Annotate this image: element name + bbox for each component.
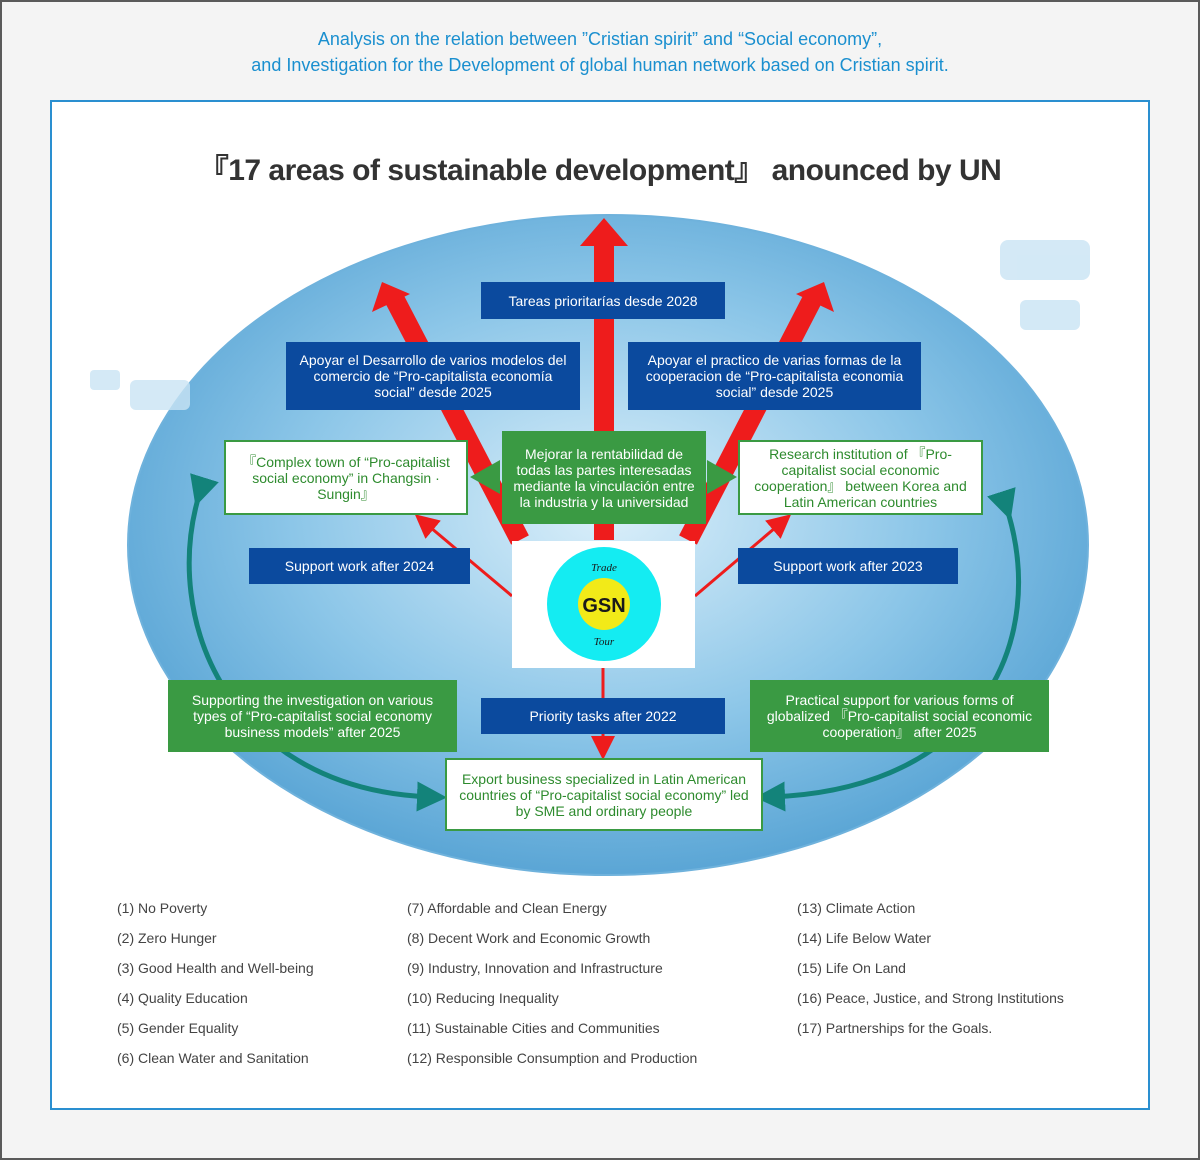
goal-item: (5) Gender Equality	[117, 1020, 239, 1036]
left-white-box: 『Complex town of “Pro-capitalist social …	[224, 440, 468, 515]
goal-item: (10) Reducing Inequality	[407, 990, 559, 1006]
goal-item: (2) Zero Hunger	[117, 930, 217, 946]
page-header: Analysis on the relation between ”Cristi…	[0, 26, 1200, 78]
priority-2022-label: Priority tasks after 2022	[481, 698, 725, 734]
red-arrow-left	[372, 282, 529, 545]
gsn-top-text: Trade	[591, 562, 617, 574]
right-blue-box: Apoyar el practico de varias formas de l…	[628, 342, 921, 410]
goals-column-3: (13) Climate Action (14) Life Below Wate…	[797, 893, 1064, 1043]
right-white-box: Research institution of 『Pro-capitalist …	[738, 440, 983, 515]
goal-item: (11) Sustainable Cities and Communities	[407, 1020, 660, 1036]
goal-item: (15) Life On Land	[797, 960, 906, 976]
header-line-1: Analysis on the relation between ”Cristi…	[317, 29, 883, 49]
bottom-right-green-box: Practical support for various forms of g…	[750, 680, 1049, 752]
goal-item: (7) Affordable and Clean Energy	[407, 900, 607, 916]
gsn-bottom-text: Tour	[594, 636, 615, 648]
top-priority-label: Tareas prioritarías desde 2028	[481, 282, 725, 319]
green-double-arrow	[470, 460, 737, 494]
goal-item: (1) No Poverty	[117, 900, 208, 916]
support-right-label: Support work after 2023	[738, 548, 958, 584]
red-arrow-right	[679, 282, 834, 545]
goal-item: (14) Life Below Water	[797, 930, 932, 946]
bottom-white-box: Export business specialized in Latin Ame…	[445, 758, 763, 831]
goal-item: (3) Good Health and Well-being	[117, 960, 314, 976]
goal-item: (16) Peace, Justice, and Strong Institut…	[797, 990, 1064, 1006]
left-blue-box: Apoyar el Desarrollo de varios modelos d…	[286, 342, 580, 410]
gsn-logo: GSN Trade Tour	[512, 541, 695, 668]
world-map-dots	[90, 240, 1090, 410]
goals-column-2: (7) Affordable and Clean Energy (8) Dece…	[407, 893, 697, 1073]
goal-item: (6) Clean Water and Sanitation	[117, 1050, 309, 1066]
gsn-center-text: GSN	[582, 595, 625, 617]
goal-item: (13) Climate Action	[797, 900, 916, 916]
gsn-logo-graphic: GSN Trade Tour	[547, 547, 661, 661]
goals-column-1: (1) No Poverty (2) Zero Hunger (3) Good …	[117, 893, 314, 1073]
page-title: 『17 areas of sustainable development』 an…	[198, 154, 1002, 187]
bottom-left-green-box: Supporting the investigation on various …	[168, 680, 457, 752]
goal-item: (4) Quality Education	[117, 990, 248, 1006]
goal-item: (17) Partnerships for the Goals.	[797, 1020, 993, 1036]
center-green-box: Mejorar la rentabilidad de todas las par…	[502, 431, 706, 524]
goal-item: (9) Industry, Innovation and Infrastruct…	[407, 960, 663, 976]
support-left-label: Support work after 2024	[249, 548, 470, 584]
goal-item: (8) Decent Work and Economic Growth	[407, 930, 651, 946]
header-line-2: and Investigation for the Development of…	[251, 55, 949, 75]
goal-item: (12) Responsible Consumption and Product…	[407, 1050, 698, 1066]
